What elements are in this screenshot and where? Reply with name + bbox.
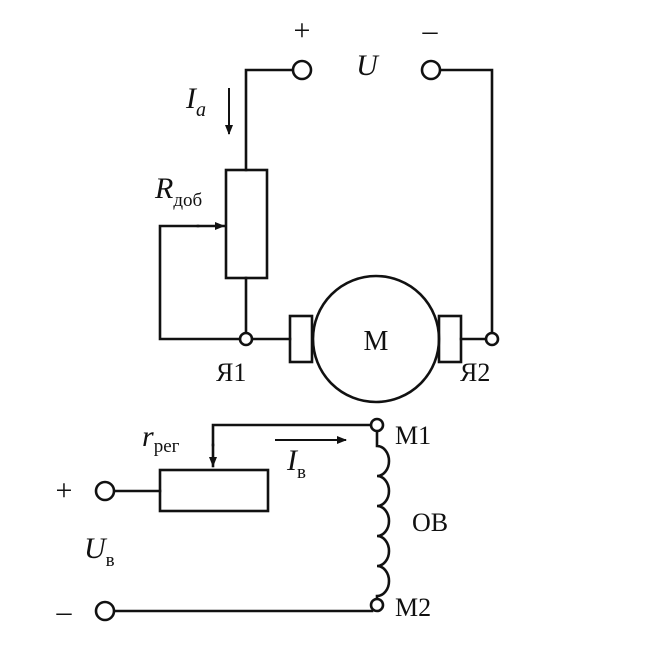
field-regulator-resistor [158,468,270,513]
ya2-terminal [484,331,500,347]
added-resistor-label: Rдоб [154,172,202,211]
armature-negative-terminal [420,59,442,81]
field-minus-label: – [56,595,73,628]
added-resistor [224,168,269,280]
armature-circle [311,274,441,404]
armature-positive-terminal [291,59,313,81]
armature-plus-label: + [294,14,311,47]
field-winding-label: ОВ [412,508,448,537]
m1-terminal [369,417,385,433]
m2-terminal [369,597,385,613]
field-plus-label: + [56,474,73,507]
armature-voltage-label: U [356,49,380,82]
armature-negative-wire [438,68,494,334]
armature-positive-wire [244,68,295,172]
field-winding-coil [375,429,391,607]
ya1-terminal [238,331,254,347]
field-regulator-label: rрег [142,420,180,457]
ya1-label: Я1 [216,358,246,387]
field-negative-terminal [94,600,116,622]
armature-current-label: Ia [185,82,206,121]
field-positive-terminal [94,480,116,502]
right-brush [437,314,463,364]
field-circuit [94,417,391,622]
motor: M [244,274,494,404]
field-current-label: Iв [286,444,306,483]
m1-label: М1 [395,421,431,450]
armature-circuit: M [158,59,500,404]
armature-minus-label: – [422,14,439,47]
field-slider-wire [211,423,374,447]
motor-label: M [364,326,389,357]
field-voltage-label: Uв [84,532,115,571]
m2-label: М2 [395,593,431,622]
ya2-label: Я2 [460,358,490,387]
left-brush [288,314,314,364]
rheostat-slider-wire [158,224,248,341]
